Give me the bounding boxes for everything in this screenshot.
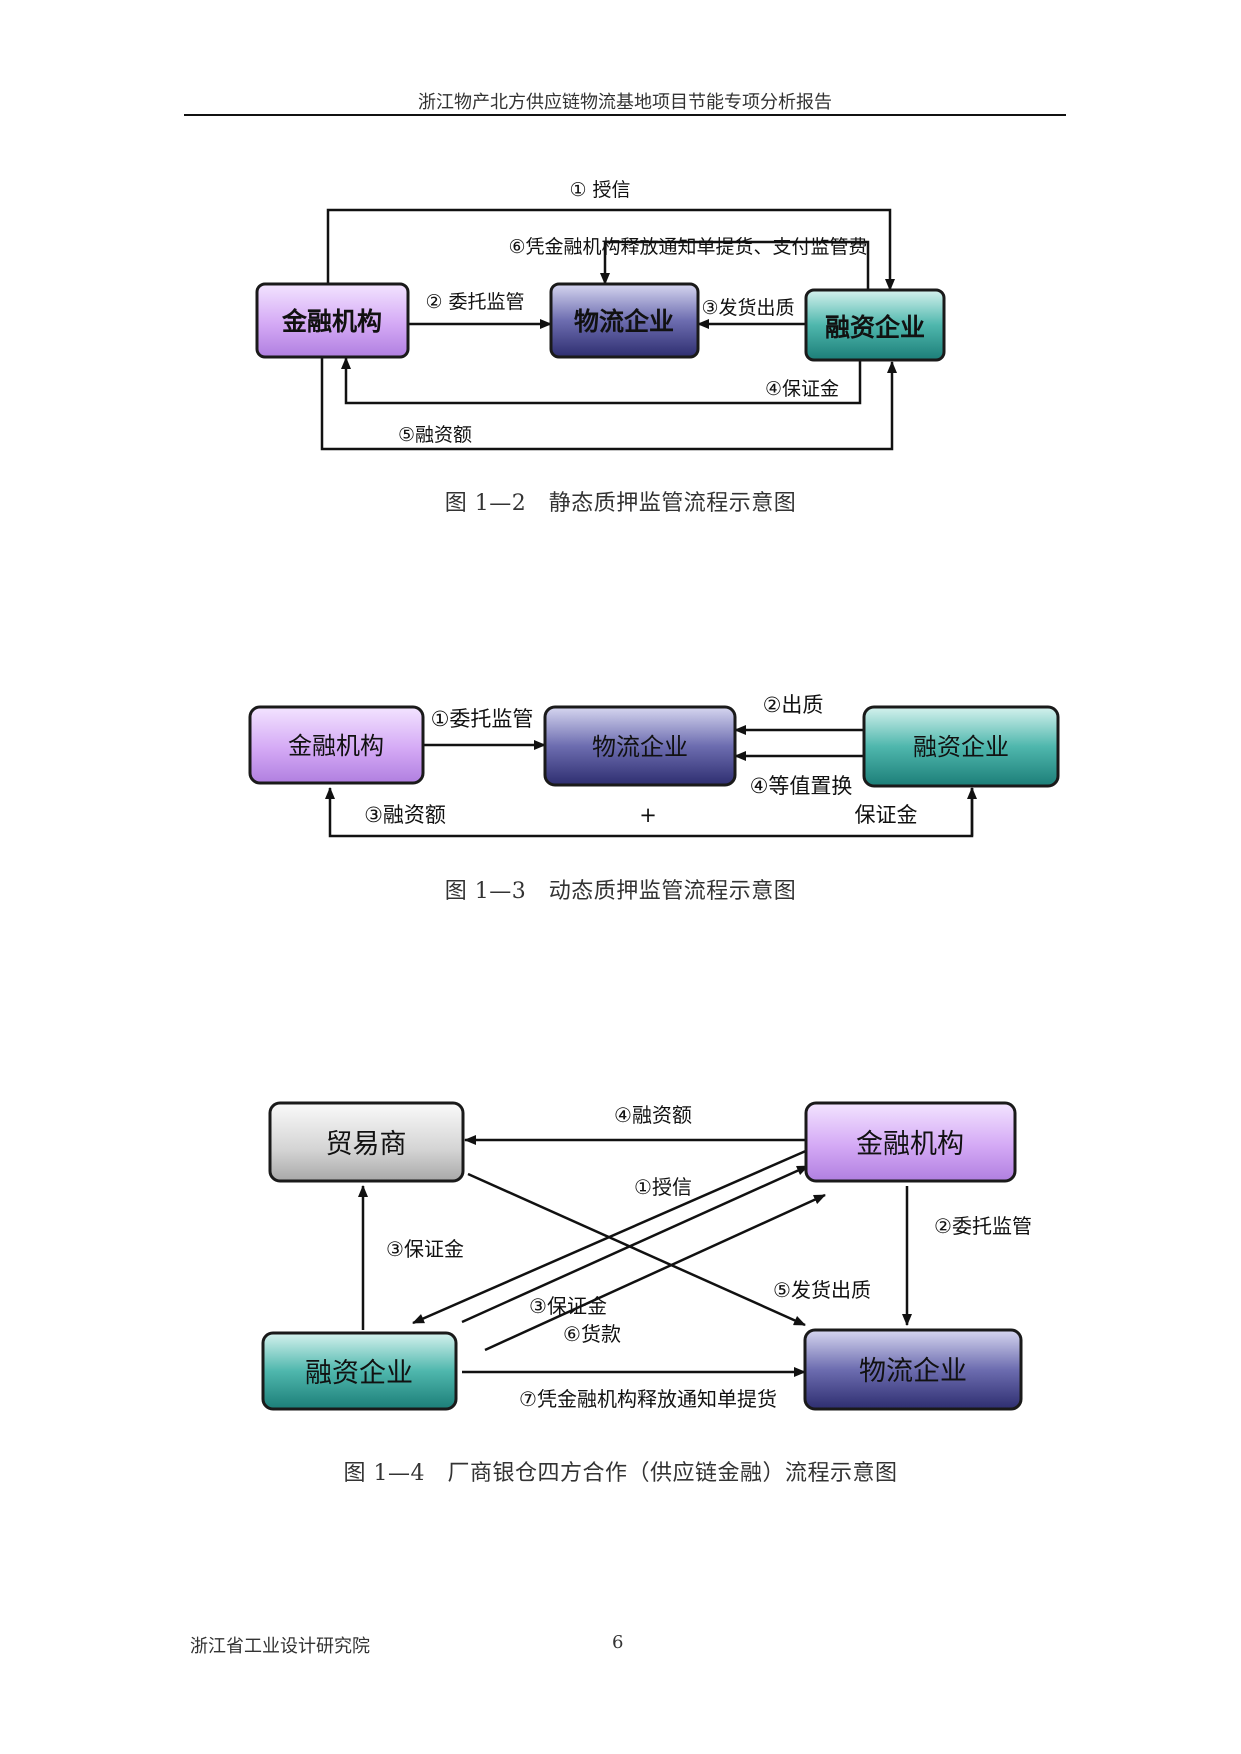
figure-caption-1: 图 1—2 静态质押监管流程示意图 [444, 491, 797, 516]
label-ship: ③发货出质 [701, 297, 794, 319]
node-bank [804, 1101, 1017, 1183]
label-plus: + [639, 803, 657, 827]
arrow-deposit [341, 357, 862, 405]
label-release: ⑦凭金融机构释放通知单提货 [519, 1387, 777, 1411]
node-logistics-label: 物流企业 [574, 307, 674, 336]
label-deposit-mid: ③保证金 [529, 1294, 607, 1318]
node-logistics [803, 1328, 1023, 1411]
label-amount: ③融资额 [364, 803, 446, 827]
label-deposit: 保证金 [855, 803, 918, 827]
footer-org: 浙江省工业设计研究院 [190, 1636, 370, 1657]
label-payment: ⑥货款 [563, 1322, 621, 1346]
node-borrower-label: 融资企业 [913, 733, 1009, 761]
node-borrower-label: 融资企业 [825, 313, 925, 342]
arrow-credit [326, 208, 895, 291]
arrow-credit [412, 1148, 809, 1325]
label-release: ⑥凭金融机构释放通知单提货、支付监管费 [508, 236, 867, 258]
page-number: 6 [612, 1632, 624, 1653]
node-bank [248, 705, 425, 785]
page-header-title: 浙江物产北方供应链物流基地项目节能专项分析报告 [418, 92, 832, 113]
arrow-amount [320, 358, 897, 451]
label-ship: ⑤发货出质 [773, 1278, 871, 1302]
label-entrust: ①委托监管 [431, 707, 534, 731]
label-deposit: ④保证金 [765, 378, 839, 400]
label-amount: ⑤融资额 [398, 424, 472, 446]
node-logistics-label: 物流企业 [859, 1356, 967, 1387]
label-swap: ④等值置换 [750, 774, 853, 798]
arrow-payment [484, 1193, 826, 1352]
figure-dynamic-pledge: 金融机构 物流企业 融资企业 ①委托监管 ②出质 ④等值置换 ③融资额 + 保证… [248, 693, 1060, 838]
label-amount: ④融资额 [614, 1103, 692, 1127]
node-borrower [261, 1331, 458, 1411]
header-rule [184, 114, 1066, 116]
label-deposit-left: ③保证金 [386, 1237, 464, 1261]
figure-static-pledge: 金融机构 物流企业 融资企业 ① 授信 ⑥凭金融机构释放通知单提货、支付监管费 … [255, 179, 946, 451]
node-logistics-label: 物流企业 [592, 733, 688, 761]
arrow-ship [467, 1172, 806, 1327]
arrow-release [600, 240, 870, 290]
node-trader-label: 贸易商 [326, 1129, 407, 1160]
label-credit: ①授信 [634, 1175, 692, 1199]
node-bank [255, 282, 410, 359]
figure-caption-2: 图 1—3 动态质押监管流程示意图 [444, 879, 797, 904]
label-entrust: ②委托监管 [934, 1214, 1032, 1238]
arrow-deposit-mid [461, 1164, 809, 1324]
node-bank-label: 金融机构 [288, 732, 384, 760]
node-bank-label: 金融机构 [281, 307, 382, 336]
figure-four-party: 贸易商 金融机构 融资企业 物流企业 ④融资额 ①授信 ②委托监管 ③保证金 ⑤… [261, 1101, 1032, 1411]
node-logistics [543, 705, 737, 787]
label-pledge: ②出质 [763, 693, 824, 717]
figure-caption-3: 图 1—4 厂商银仓四方合作（供应链金融）流程示意图 [343, 1461, 898, 1486]
node-trader [268, 1101, 465, 1183]
node-bank-label: 金融机构 [856, 1129, 964, 1160]
node-logistics [549, 282, 700, 359]
node-borrower-label: 融资企业 [305, 1358, 413, 1389]
label-entrust: ② 委托监管 [425, 291, 524, 313]
node-borrower [862, 705, 1060, 788]
label-credit: ① 授信 [569, 179, 630, 201]
node-borrower [804, 288, 946, 362]
